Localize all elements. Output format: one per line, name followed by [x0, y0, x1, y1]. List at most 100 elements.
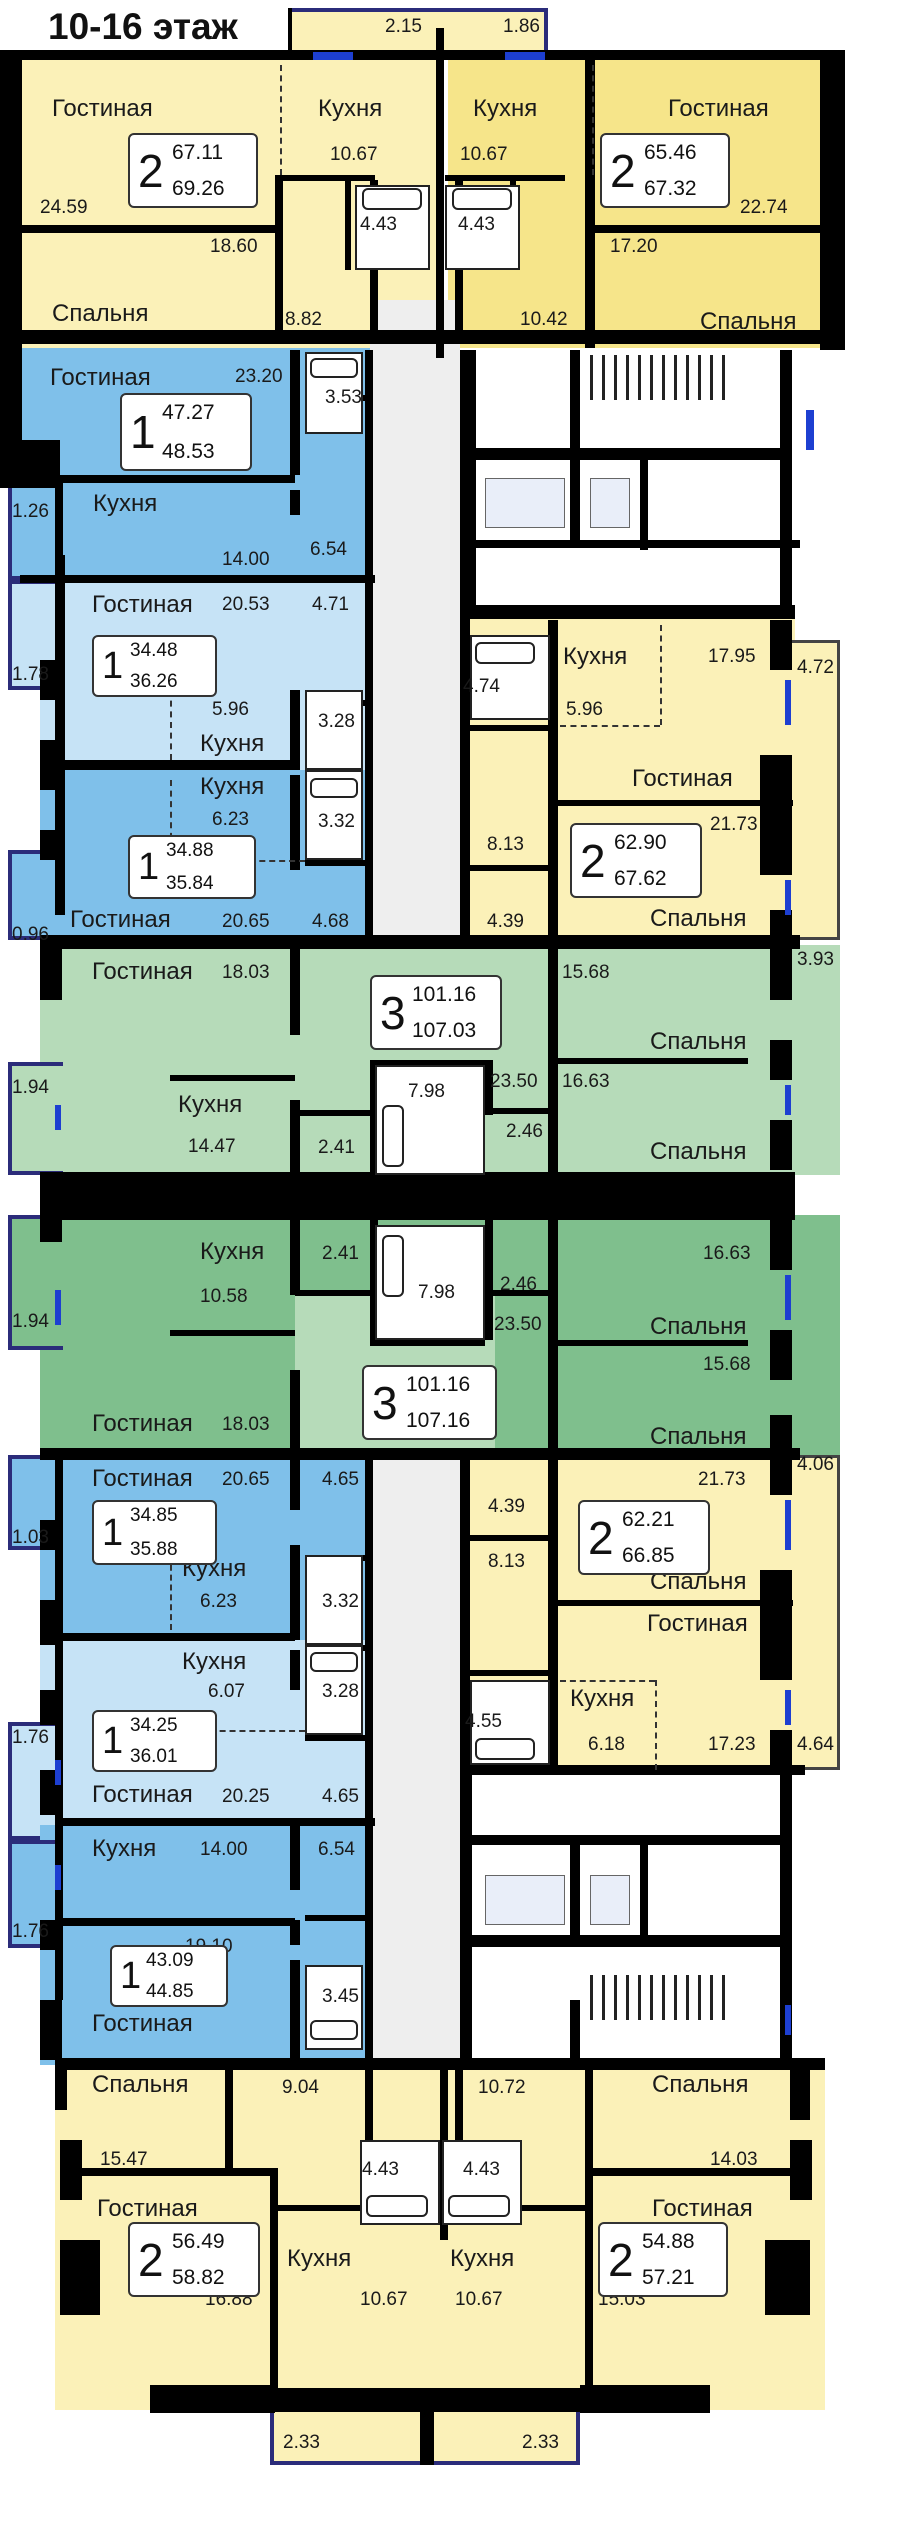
wall [460, 350, 476, 610]
wall [790, 2060, 810, 2120]
area-total: 35.88 [130, 1539, 178, 1560]
stairs-icon [590, 355, 730, 400]
wall [820, 50, 845, 350]
apartment-5-balcony [8, 850, 63, 940]
wall [40, 1520, 62, 1550]
window [785, 1085, 791, 1115]
window [313, 52, 353, 60]
wall [305, 1915, 365, 1921]
area-label: 24.59 [40, 197, 88, 218]
apartment-badge: 2 62.21 66.85 [578, 1500, 710, 1575]
area-total: 66.85 [622, 1544, 675, 1567]
rooms-count: 2 [588, 1511, 614, 1564]
apartment-7-balcony [8, 1062, 63, 1175]
elevator-icon [590, 478, 630, 528]
wall [0, 50, 22, 350]
wall [290, 1215, 300, 1295]
wall [290, 1100, 300, 1180]
area-living: 34.88 [166, 840, 214, 861]
wall [770, 620, 792, 670]
area-label: 1.76 [12, 1727, 49, 1748]
area-label: 23.50 [494, 1314, 542, 1335]
dashed-partition [592, 65, 594, 175]
apartment-badge: 2 65.46 67.32 [600, 133, 730, 208]
wall [760, 1570, 792, 1680]
wall [290, 490, 300, 515]
room-label: Спальня [52, 300, 149, 327]
area-label: 6.54 [318, 1839, 355, 1860]
apartment-badge: 1 34.88 35.84 [128, 835, 256, 899]
floor-title: 10-16 этаж [48, 6, 238, 47]
wall [55, 480, 63, 585]
area-label: 1.26 [12, 501, 49, 522]
wall [585, 2168, 810, 2176]
apartment-badge: 1 34.48 36.26 [92, 635, 217, 697]
wall [760, 755, 792, 875]
wall [290, 1370, 300, 1455]
rooms-count: 2 [138, 2233, 164, 2286]
room-label: Гостиная [647, 1610, 748, 1637]
area-label: 4.72 [797, 657, 834, 678]
wall [570, 350, 580, 450]
wall [485, 1108, 555, 1114]
wall [770, 1040, 792, 1080]
wall [485, 1220, 493, 1340]
wall [290, 350, 300, 475]
room-label: Кухня [287, 2245, 352, 2272]
area-label: 1.76 [12, 1921, 49, 1942]
wall [780, 1770, 792, 2060]
window [55, 1865, 61, 1890]
wall [150, 2385, 275, 2413]
wall [485, 1060, 493, 1115]
wall [790, 2140, 812, 2200]
area-label: 4.74 [463, 676, 500, 697]
room-label: Спальня [650, 1423, 747, 1450]
area-label: 4.65 [322, 1786, 359, 1807]
area-living: 34.85 [130, 1505, 178, 1526]
room-label: Кухня [200, 773, 265, 800]
rooms-count: 2 [580, 834, 606, 887]
wall [60, 2140, 82, 2200]
area-label: 4.43 [360, 214, 397, 235]
area-label: 18.60 [210, 236, 258, 257]
wall [20, 575, 375, 583]
wall [55, 1918, 295, 1926]
area-label: 4.43 [458, 214, 495, 235]
wall [290, 1920, 300, 1945]
area-living: 54.88 [642, 2230, 695, 2253]
wall [290, 1650, 300, 1690]
apartment-badge: 1 47.27 48.53 [120, 393, 252, 471]
room-label: Кухня [570, 1685, 635, 1712]
wall [55, 1172, 795, 1220]
wall [570, 2000, 580, 2060]
wall [170, 1075, 295, 1081]
area-label: 3.32 [318, 811, 355, 832]
dashed-partition [170, 690, 172, 760]
wall [275, 175, 283, 340]
wall [445, 175, 565, 181]
room-label: Кухня [182, 1648, 247, 1675]
area-label: 7.98 [418, 1282, 455, 1303]
area-label: 1.94 [12, 1311, 49, 1332]
wall [295, 1110, 375, 1116]
dashed-partition [170, 780, 172, 860]
area-label: 20.25 [222, 1786, 270, 1807]
wall [288, 8, 292, 53]
rooms-count: 3 [380, 986, 406, 1039]
wall [275, 175, 375, 181]
wall [445, 330, 845, 344]
wall [585, 58, 595, 348]
area-total: 36.01 [130, 1746, 178, 1767]
wall [470, 1535, 555, 1541]
apartment-badge: 2 67.11 69.26 [128, 133, 258, 208]
room-label: Гостиная [50, 364, 151, 391]
area-total: 36.26 [130, 671, 178, 692]
wall [290, 1545, 300, 1640]
window [55, 1760, 61, 1785]
wall [590, 225, 822, 233]
wall [40, 940, 62, 1000]
window [55, 1290, 61, 1325]
area-label: 14.03 [710, 2149, 758, 2170]
area-label: 4.68 [312, 911, 349, 932]
